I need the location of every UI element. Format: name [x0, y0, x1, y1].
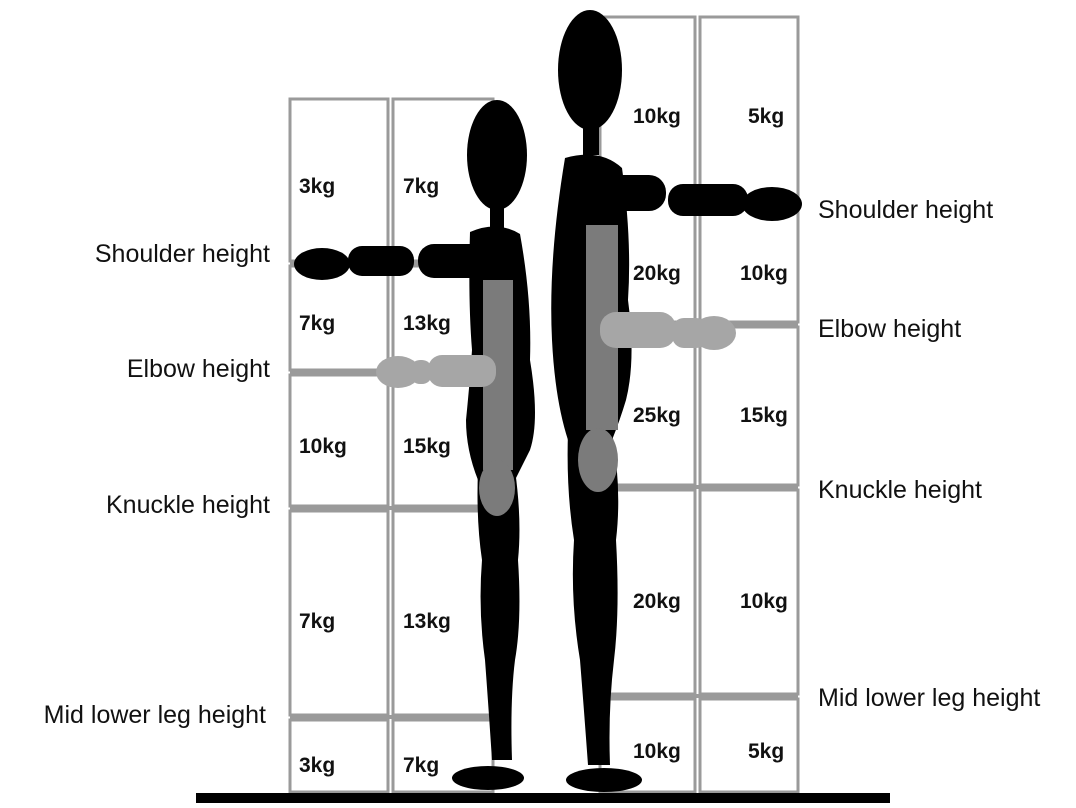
left-figure-thigh-highlight — [479, 460, 515, 516]
right-w-shoulder-inner: 10kg — [633, 105, 681, 128]
left-w-knuckle-outer: 10kg — [299, 435, 347, 458]
left-figure-forearm — [348, 246, 414, 276]
left-label-knuckle: Knuckle height — [106, 491, 270, 519]
left-label-elbow: Elbow height — [127, 355, 270, 383]
left-figure-head — [467, 100, 527, 210]
right-figure-neck — [583, 125, 599, 155]
left-height-labels: Shoulder height Elbow height Knuckle hei… — [44, 240, 270, 729]
floor-bar — [196, 793, 890, 803]
left-w-shoulder-inner: 7kg — [403, 175, 439, 198]
right-figure-head — [558, 10, 622, 130]
left-w-knuckle-inner: 15kg — [403, 435, 451, 458]
right-w-floor-outer: 5kg — [748, 740, 784, 763]
left-figure-elbow-wrist — [410, 360, 432, 384]
right-label-elbow: Elbow height — [818, 315, 961, 343]
left-w-shoulder-outer: 3kg — [299, 175, 335, 198]
left-w-elbow-outer: 7kg — [299, 312, 335, 335]
right-label-shoulder: Shoulder height — [818, 196, 993, 224]
right-figure-upper-arm — [578, 175, 666, 211]
left-figure-neck — [490, 205, 504, 229]
right-label-mid-lower-leg: Mid lower leg height — [818, 684, 1040, 712]
right-label-knuckle: Knuckle height — [818, 476, 982, 504]
left-w-floor-inner: 7kg — [403, 754, 439, 777]
right-figure-forearm — [668, 184, 748, 216]
left-figure-hand — [294, 248, 350, 280]
right-w-leg-outer: 10kg — [740, 590, 788, 613]
right-figure-hand — [742, 187, 802, 221]
right-figure-elbow-hand — [692, 316, 736, 350]
left-label-mid-lower-leg: Mid lower leg height — [44, 701, 266, 729]
right-w-floor-inner: 10kg — [633, 740, 681, 763]
right-w-knuckle-outer: 15kg — [740, 404, 788, 427]
right-height-labels: Shoulder height Elbow height Knuckle hei… — [818, 196, 1040, 712]
left-w-floor-outer: 3kg — [299, 754, 335, 777]
left-w-leg-outer: 7kg — [299, 610, 335, 633]
right-figure-thigh-highlight — [578, 428, 618, 492]
left-w-elbow-inner: 13kg — [403, 312, 451, 335]
right-w-elbow-outer: 10kg — [740, 262, 788, 285]
left-figure-foot — [452, 766, 524, 790]
left-figure-upper-arm — [418, 244, 510, 278]
right-w-shoulder-outer: 5kg — [748, 105, 784, 128]
left-label-shoulder: Shoulder height — [95, 240, 270, 268]
left-w-leg-inner: 13kg — [403, 610, 451, 633]
right-figure-elbow-arm — [600, 312, 676, 348]
right-figure-foot — [566, 768, 642, 792]
left-figure-elbow-arm — [428, 355, 496, 387]
right-w-leg-inner: 20kg — [633, 590, 681, 613]
right-w-elbow-inner: 20kg — [633, 262, 681, 285]
right-w-knuckle-inner: 25kg — [633, 404, 681, 427]
